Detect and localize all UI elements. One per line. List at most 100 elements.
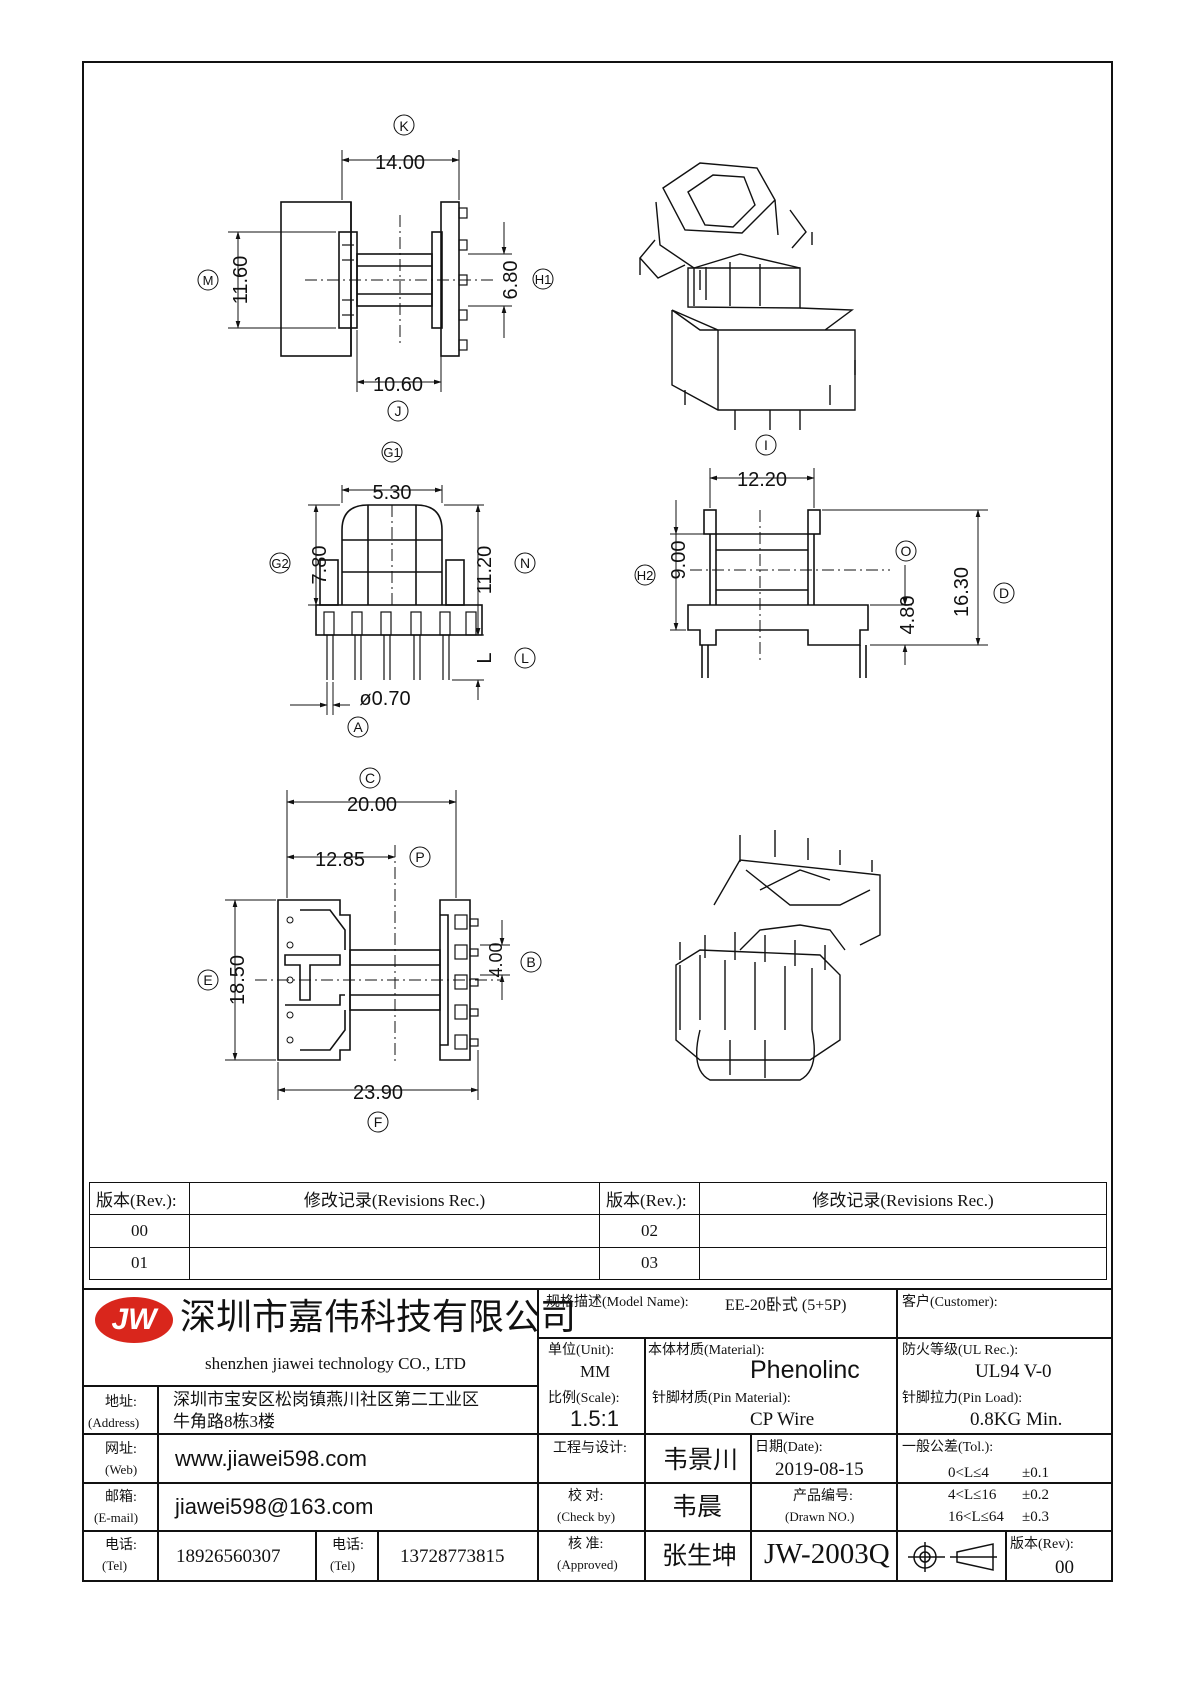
drawn-no-label-en: (Drawn NO.) <box>785 1509 855 1524</box>
rev-cell: 03 <box>599 1246 700 1281</box>
tel-label: 电话: <box>105 1538 137 1553</box>
tel-2-label: 电话: <box>332 1538 364 1553</box>
material-label: 本体材质(Material): <box>648 1343 765 1358</box>
dim-value-H1: 6.80 <box>500 261 522 300</box>
tel-2: 13728773815 <box>400 1546 505 1567</box>
design-label: 工程与设计: <box>553 1441 627 1456</box>
web-label-en: (Web) <box>105 1462 138 1477</box>
address-label: 地址: <box>105 1395 137 1410</box>
isometric-view-bottom <box>675 830 881 1081</box>
check-label-en: (Check by) <box>557 1509 616 1524</box>
rev-cell: 02 <box>599 1214 700 1248</box>
unit-label: 单位(Unit): <box>548 1343 615 1358</box>
check-label: 校 对: <box>568 1489 604 1504</box>
dim-value-M: 11.60 <box>230 256 252 305</box>
scale-label: 比例(Scale): <box>548 1391 620 1406</box>
revision-value: 00 <box>1055 1557 1074 1578</box>
tolerance-label: 一般公差(Tol.): <box>902 1440 994 1455</box>
dim-label-L: L <box>521 650 529 666</box>
dim-value-F: 23.90 <box>353 1082 403 1104</box>
dim-label-F: F <box>374 1114 383 1130</box>
drawing-number: JW-2003Q <box>764 1538 890 1570</box>
top-view <box>197 114 554 422</box>
dim-label-K: K <box>399 118 409 134</box>
checker-name: 韦晨 <box>672 1492 723 1521</box>
projection-symbol-icon <box>908 1542 997 1572</box>
dim-label-G1: G1 <box>383 445 400 460</box>
revision-table: 版本(Rev.): 修改记录(Revisions Rec.) 版本(Rev.):… <box>89 1181 1107 1281</box>
rec-cell <box>189 1214 600 1248</box>
unit-value: MM <box>580 1362 611 1381</box>
engineering-drawing: K 14.00 M 11.60 H1 6.80 10.60 J G1 5.30 … <box>197 114 1015 1133</box>
dim-value-D: 16.30 <box>951 567 973 617</box>
ul-label: 防火等级(UL Rec.): <box>902 1343 1019 1358</box>
table-row: 01 03 <box>89 1246 1107 1281</box>
rec-header-right: 修改记录(Revisions Rec.) <box>699 1181 1107 1216</box>
tolerance-value-2: ±0.2 <box>1022 1487 1049 1503</box>
company-name-cn: 深圳市嘉伟科技有限公司 <box>180 1297 577 1338</box>
ul-value: UL94 V-0 <box>975 1361 1052 1382</box>
rev-header-left: 版本(Rev.): <box>89 1181 190 1216</box>
scale-value: 1.5:1 <box>570 1406 619 1431</box>
material-value: Phenolinc <box>750 1356 860 1384</box>
rec-cell <box>189 1246 600 1281</box>
email-label-en: (E-mail) <box>94 1510 139 1525</box>
isometric-view-top <box>639 162 856 430</box>
dim-label-O: O <box>901 543 912 559</box>
dim-value-O: 4.80 <box>897 596 919 635</box>
web-label: 网址: <box>105 1442 137 1457</box>
dim-label-M: M <box>203 273 214 288</box>
tel-1: 18926560307 <box>176 1546 281 1567</box>
dim-value-I: 12.20 <box>737 469 787 491</box>
tolerance-value-3: ±0.3 <box>1022 1509 1049 1525</box>
dim-label-C: C <box>365 770 375 786</box>
email-label: 邮箱: <box>105 1490 137 1505</box>
address-label-en: (Address) <box>88 1415 140 1430</box>
model-name: EE-20卧式 (5+5P) <box>725 1297 847 1314</box>
dim-value-N: 11.20 <box>474 546 496 595</box>
dim-value-J: 10.60 <box>373 374 423 396</box>
front-view <box>269 441 536 738</box>
approved-label-en: (Approved) <box>557 1557 618 1572</box>
date-label: 日期(Date): <box>755 1440 823 1455</box>
tel-2-label-en: (Tel) <box>330 1558 356 1573</box>
model-label: 规格描述(Model Name): <box>546 1295 689 1310</box>
dim-value-E: 18.50 <box>227 955 249 1005</box>
dim-value-H2: 9.00 <box>668 541 690 580</box>
website-link[interactable]: www.jiawei598.com <box>175 1446 367 1471</box>
table-row: 00 02 <box>89 1214 1107 1248</box>
tolerance-value-1: ±0.1 <box>1022 1465 1049 1481</box>
pin-load-label: 针脚拉力(Pin Load): <box>902 1391 1023 1406</box>
address-line-2: 牛角路8栋3楼 <box>173 1412 275 1431</box>
designer-name: 韦景川 <box>663 1445 739 1474</box>
dim-label-H2: H2 <box>637 568 654 583</box>
pin-material-label: 针脚材质(Pin Material): <box>652 1391 791 1406</box>
tolerance-range-2: 4<L≤16 <box>948 1487 997 1503</box>
tel-label-en: (Tel) <box>102 1558 128 1573</box>
dim-value-L: L <box>474 652 496 663</box>
drawn-no-label: 产品编号: <box>793 1489 853 1504</box>
dim-value-B: 4.00 <box>486 942 506 977</box>
address-line-1: 深圳市宝安区松岗镇燕川社区第二工业区 <box>173 1390 479 1409</box>
rev-cell: 00 <box>89 1214 190 1248</box>
email-link[interactable]: jiawei598@163.com <box>175 1494 374 1519</box>
company-name-en: shenzhen jiawei technology CO., LTD <box>205 1354 466 1373</box>
dim-label-P: P <box>415 849 424 865</box>
dim-value-P: 12.85 <box>315 849 365 871</box>
dim-value-A: ø0.70 <box>359 688 410 710</box>
dim-label-E: E <box>203 972 212 988</box>
pin-load-value: 0.8KG Min. <box>970 1409 1063 1430</box>
side-view <box>634 434 1015 678</box>
pin-material-value: CP Wire <box>750 1409 815 1430</box>
revision-header-row: 版本(Rev.): 修改记录(Revisions Rec.) 版本(Rev.):… <box>89 1181 1107 1216</box>
dim-label-N: N <box>520 555 530 571</box>
dim-value-C: 20.00 <box>347 794 397 816</box>
dim-label-B: B <box>526 954 535 970</box>
dim-label-I: I <box>764 437 768 453</box>
rev-cell: 01 <box>89 1246 190 1281</box>
tolerance-range-1: 0<L≤4 <box>948 1465 989 1481</box>
dim-value-G2: 7.80 <box>309 546 331 585</box>
approved-label: 核 准: <box>568 1537 604 1552</box>
date-value: 2019-08-15 <box>775 1459 864 1480</box>
dim-label-G2: G2 <box>271 556 288 571</box>
